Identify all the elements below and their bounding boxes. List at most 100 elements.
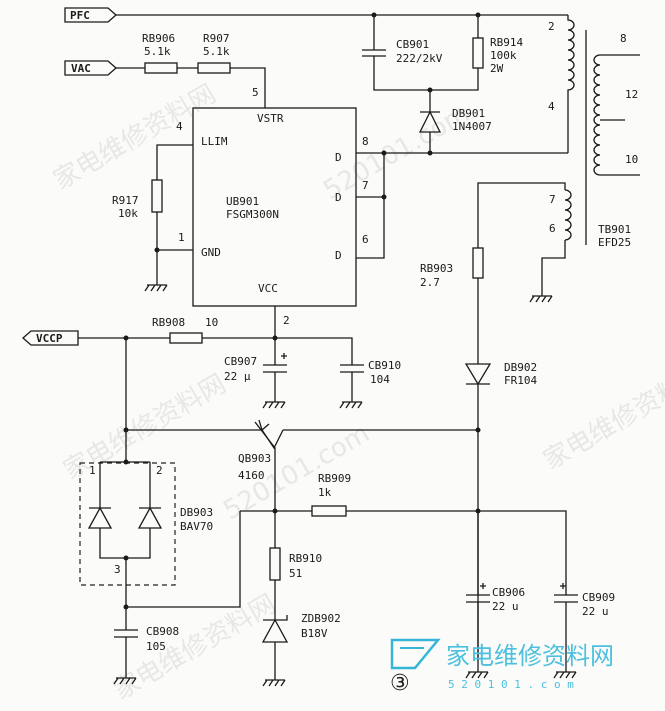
svg-text:LLIM: LLIM [201,135,228,148]
svg-text:3: 3 [114,563,121,576]
port-pfc: PFC [64,7,117,23]
resistor-rb914 [472,37,484,69]
svg-text:5.1k: 5.1k [144,45,171,58]
svg-text:10k: 10k [118,207,138,220]
svg-text:222/2kV: 222/2kV [396,52,443,65]
resistor-rb906 [144,62,178,74]
svg-text:CB908: CB908 [146,625,179,638]
svg-text:1: 1 [178,231,185,244]
svg-text:22 u: 22 u [582,605,609,618]
svg-text:12: 12 [625,88,638,101]
svg-text:VSTR: VSTR [257,112,284,125]
svg-text:VCC: VCC [258,282,278,295]
svg-text:B18V: B18V [301,627,328,640]
svg-text:5: 5 [252,86,259,99]
svg-text:CB901: CB901 [396,38,429,51]
svg-text:DB903: DB903 [180,506,213,519]
svg-text:2: 2 [283,314,290,327]
svg-text:2W: 2W [490,62,504,75]
svg-text:D: D [335,191,342,204]
transistor-qb903 [126,419,478,511]
svg-text:4: 4 [176,120,183,133]
svg-text:22 u: 22 u [492,600,519,613]
watermark-text: 家电维修资料网 [539,359,665,476]
svg-text:2: 2 [156,464,163,477]
svg-text:ZDB902: ZDB902 [301,612,341,625]
svg-text:CB910: CB910 [368,359,401,372]
svg-text:7: 7 [362,179,369,192]
diode-db902 [464,363,492,386]
ground-symbol [339,401,363,409]
svg-text:100k: 100k [490,49,517,62]
ground-symbol [144,284,168,292]
svg-text:GND: GND [201,246,221,259]
resistor-rb908 [169,332,203,344]
svg-text:RB910: RB910 [289,552,322,565]
svg-text:DB902: DB902 [504,361,537,374]
capacitor-cb908 [114,629,138,638]
watermark-text: 家电维修资料网 [49,79,222,196]
ground-symbol [262,679,286,687]
svg-text:RB909: RB909 [318,472,351,485]
svg-text:10: 10 [205,316,218,329]
svg-text:CB907: CB907 [224,355,257,368]
svg-text:6: 6 [549,222,556,235]
watermark-text: 家电维修资料网 [59,369,232,486]
svg-text:8: 8 [620,32,627,45]
resistor-rb903 [472,247,484,279]
svg-text:22 μ: 22 μ [224,370,251,383]
svg-text:D: D [335,151,342,164]
svg-text:105: 105 [146,640,166,653]
svg-text:1k: 1k [318,486,332,499]
port-vccp: VCCP [22,330,79,346]
ground-symbol [262,401,286,409]
svg-text:D: D [335,249,342,262]
ground-symbol [553,671,577,679]
transformer-ref: TB901 [598,223,631,236]
svg-text:RB908: RB908 [152,316,185,329]
capacitor-cb910 [340,364,364,373]
svg-text:10: 10 [625,153,638,166]
svg-text:PFC: PFC [70,9,90,22]
site-logo: 家电维修资料网 5 2 0 1 0 1 . c o m [390,638,614,691]
logo-text: 家电维修资料网 [446,642,614,670]
ic-part: FSGM300N [226,208,279,221]
svg-text:VAC: VAC [71,62,91,75]
ic-ub901: VSTR LLIM GND VCC D D D UB901 FSGM300N [192,107,357,307]
svg-text:4: 4 [548,100,555,113]
svg-text:6: 6 [362,233,369,246]
ground-symbol [113,677,137,685]
svg-text:FR104: FR104 [504,374,537,387]
port-vac: VAC [64,60,117,76]
svg-text:51: 51 [289,567,302,580]
svg-text:RB914: RB914 [490,36,523,49]
svg-text:BAV70: BAV70 [180,520,213,533]
svg-text:CB906: CB906 [492,586,525,599]
svg-text:RB906: RB906 [142,32,175,45]
svg-text:1: 1 [89,464,96,477]
svg-text:VCCP: VCCP [36,332,63,345]
resistor-r907 [197,62,231,74]
ic-ref: UB901 [226,195,259,208]
svg-text:7: 7 [549,193,556,206]
logo-url: 5 2 0 1 0 1 . c o m [448,678,574,691]
resistor-rb909 [311,505,347,517]
diode-db903-a [87,506,113,529]
svg-text:R917: R917 [112,194,139,207]
capacitor-cb901 [362,49,386,57]
svg-text:2.7: 2.7 [420,276,440,289]
resistor-rb910 [269,547,281,581]
transformer-tb901 [564,15,640,245]
diode-db903-b [137,506,163,529]
resistor-r917 [151,179,163,213]
svg-text:RB903: RB903 [420,262,453,275]
svg-text:DB901: DB901 [452,107,485,120]
transformer-part: EFD25 [598,236,631,249]
figure-number: ③ [390,671,410,696]
svg-text:4160: 4160 [238,469,265,482]
watermark-layer: 家电维修资料网 520101.com 家电维修资料网 520101.com 家电… [49,79,665,706]
svg-text:CB909: CB909 [582,591,615,604]
svg-text:1N4007: 1N4007 [452,120,492,133]
